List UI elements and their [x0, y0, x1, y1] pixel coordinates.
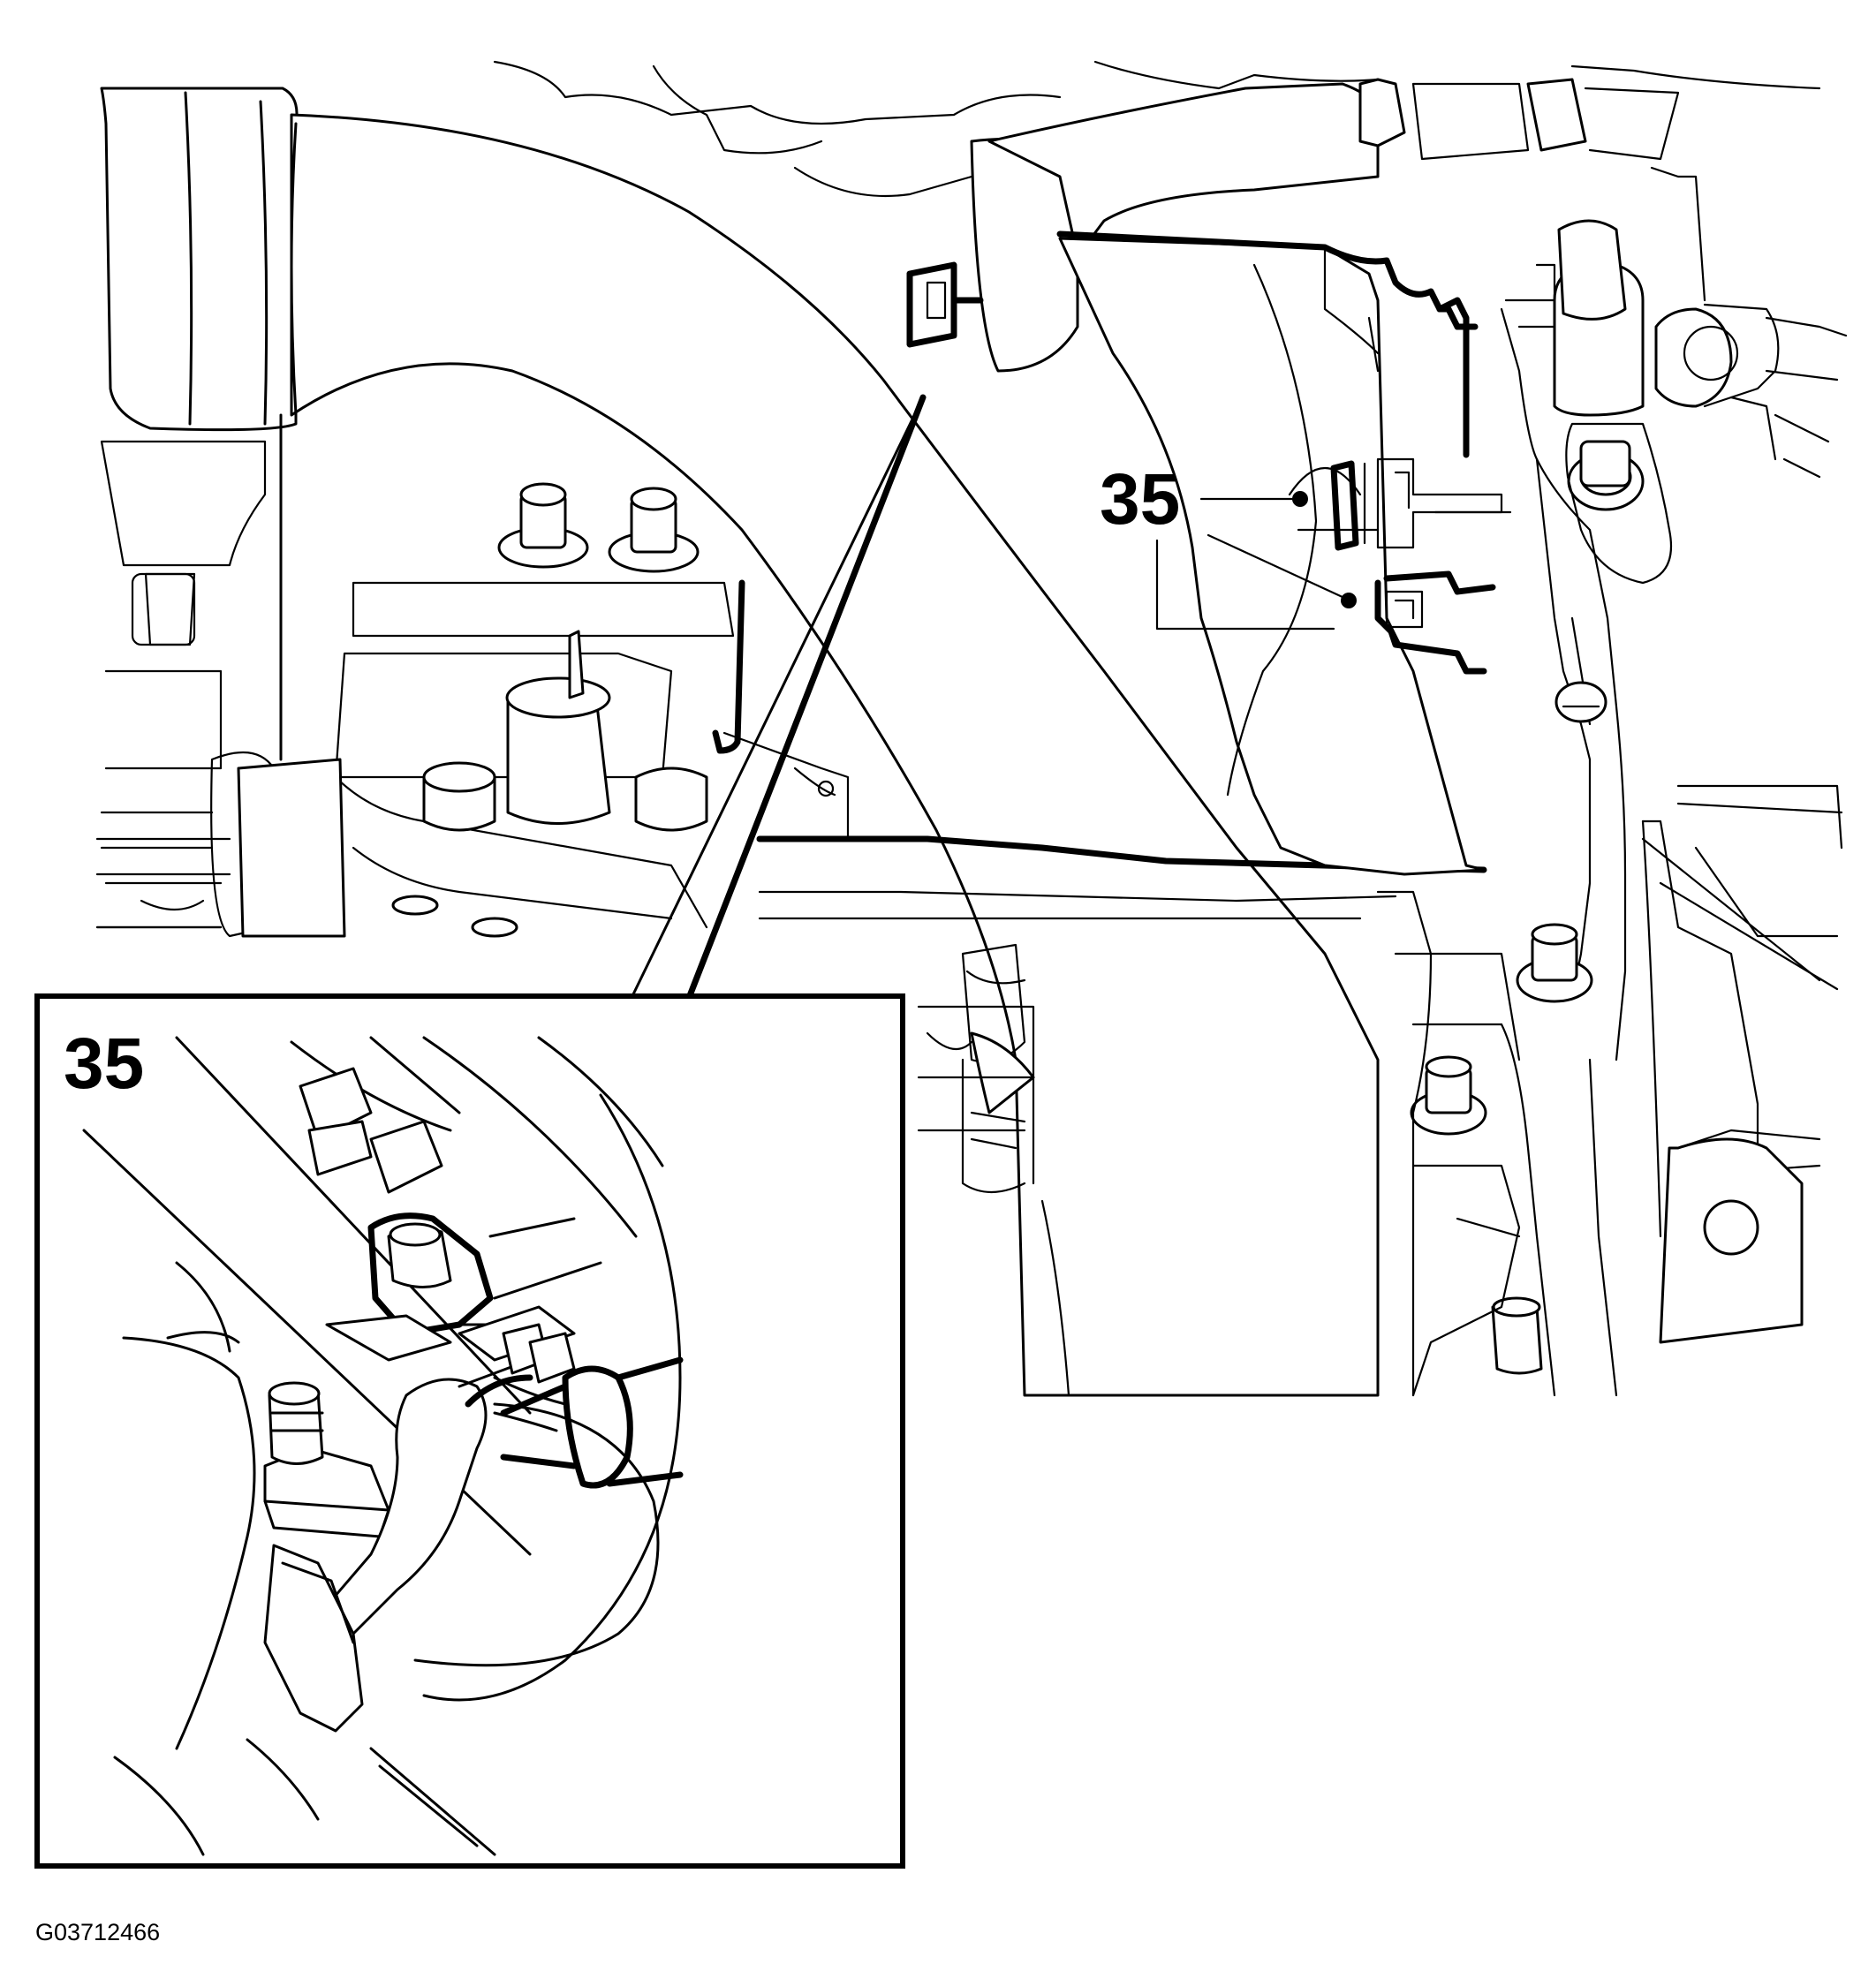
inset-illustration [82, 1036, 684, 1856]
inset-callout-label: 35 [64, 1023, 144, 1104]
wire-grommet [500, 1356, 684, 1489]
main-callout-label: 35 [1100, 459, 1180, 540]
detail-inset [34, 993, 905, 1869]
intake-hose [100, 87, 1380, 1397]
bolt-1 [497, 482, 589, 569]
main-callout-leaders [1155, 491, 1357, 631]
main-connector-35 [1330, 457, 1512, 675]
bolt-4 [1410, 1055, 1487, 1136]
terminal-stud-lower [263, 1381, 390, 1538]
bolt-5 [1491, 1296, 1543, 1375]
bolt-2 [608, 487, 700, 573]
figure-code: G03712466 [35, 1919, 160, 1945]
main-view [95, 60, 1848, 1397]
leader-dot-1 [1292, 491, 1308, 507]
bolt-3 [1516, 923, 1593, 1003]
leader-dot-2 [1341, 593, 1357, 608]
top-connector [906, 261, 984, 348]
